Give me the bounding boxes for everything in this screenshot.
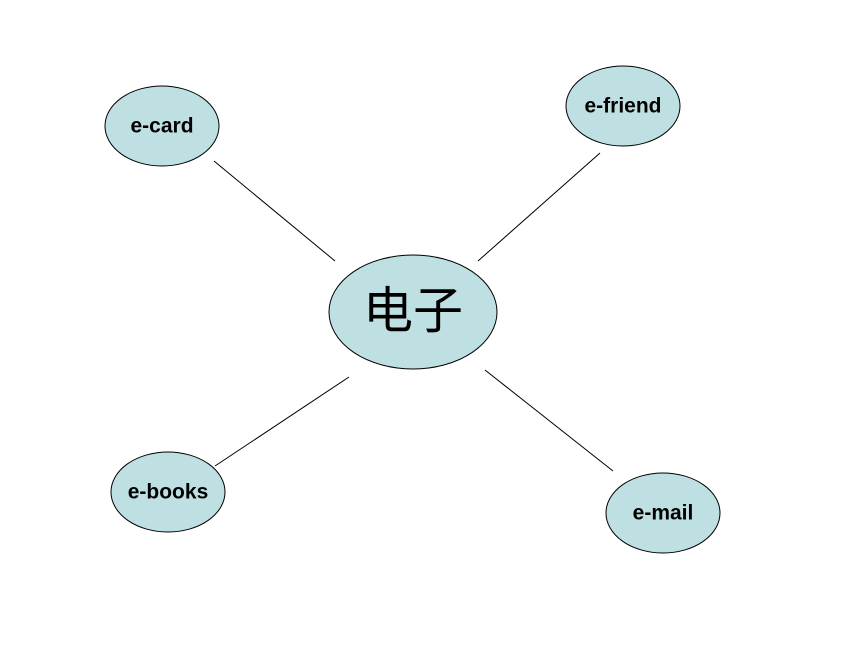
node-e-books: e-books [110,451,226,533]
node-e-mail-label: e-mail [633,502,694,525]
node-e-books-label: e-books [128,481,209,504]
node-e-mail-shape [605,472,721,554]
connector-center-to-e-friend [477,152,601,262]
node-e-friend: e-friend [565,65,681,147]
node-e-card-label: e-card [130,115,193,138]
node-e-friend-shape [565,65,681,147]
node-e-friend-label: e-friend [584,95,661,118]
node-e-books-shape [110,451,226,533]
node-e-card: e-card [104,85,220,167]
node-e-mail: e-mail [605,472,721,554]
node-e-card-shape [104,85,220,167]
center-node-label: 电子 [363,282,463,340]
connector-center-to-e-books [214,376,350,467]
center-node: 电子 [328,254,498,370]
connector-center-to-e-card [213,160,336,262]
center-node-shape [328,254,498,370]
connector-center-to-e-mail [484,369,614,472]
